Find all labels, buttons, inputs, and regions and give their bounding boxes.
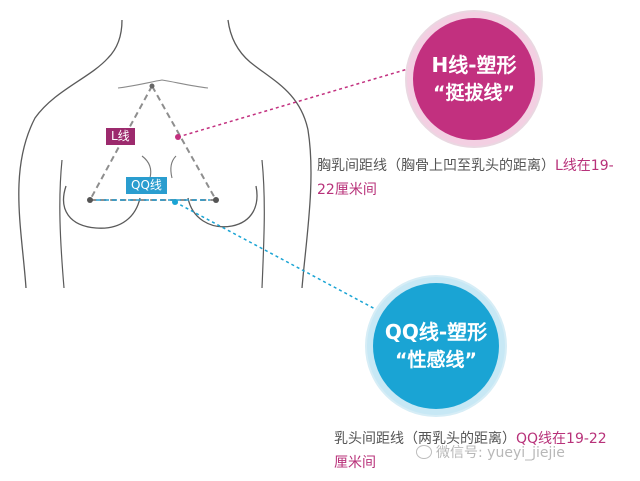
h-line-title: H线-塑形 (431, 53, 517, 77)
qq-line-description: 乳头间距线（两乳头的距离）QQ线在19-22厘米间 (334, 427, 620, 475)
h-line-anchor-dot (175, 134, 181, 140)
left-nipple-dot (87, 197, 93, 203)
qq-line-badge: QQ线-塑形 “性感线” (373, 283, 499, 409)
suprasternal-notch-dot (149, 83, 155, 89)
qq-line-note-main: 乳头间距线（两乳头的距离） (334, 431, 516, 447)
watermark-text: 微信号: yueyi_jiejie (436, 445, 565, 461)
h-line-connector (177, 65, 419, 138)
left-breast-outline (62, 185, 141, 229)
h-line-badge: H线-塑形 “挺拔线” (413, 18, 535, 140)
collarbone-line (117, 79, 209, 89)
torso-outline-right (227, 19, 312, 289)
cleavage-line (141, 155, 177, 179)
right-breast-outline (187, 185, 258, 228)
qq-line-note-accent: QQ线在19-22厘米间 (334, 431, 607, 471)
wechat-icon (416, 445, 432, 459)
h-line-note-accent: L线在19-22厘米间 (317, 158, 614, 198)
l-line-tag: L线 (106, 128, 135, 145)
qq-line-title: QQ线-塑形 (384, 320, 488, 344)
qq-line-connector (174, 201, 393, 319)
qq-line-subtitle: “性感线” (395, 349, 477, 371)
torso-outline (18, 19, 123, 289)
h-line-subtitle: “挺拔线” (433, 82, 515, 104)
right-nipple-dot (213, 197, 219, 203)
arm-line-left (59, 159, 65, 289)
h-line-note-main: 胸乳间距线（胸骨上凹至乳头的距离） (317, 158, 555, 174)
arm-line-right (261, 159, 265, 289)
qq-line-tag: QQ线 (126, 177, 167, 194)
qq-line-anchor-dot (172, 199, 178, 205)
watermark: 微信号: yueyi_jiejie (416, 442, 565, 462)
h-line-description: 胸乳间距线（胸骨上凹至乳头的距离）L线在19-22厘米间 (317, 154, 617, 202)
